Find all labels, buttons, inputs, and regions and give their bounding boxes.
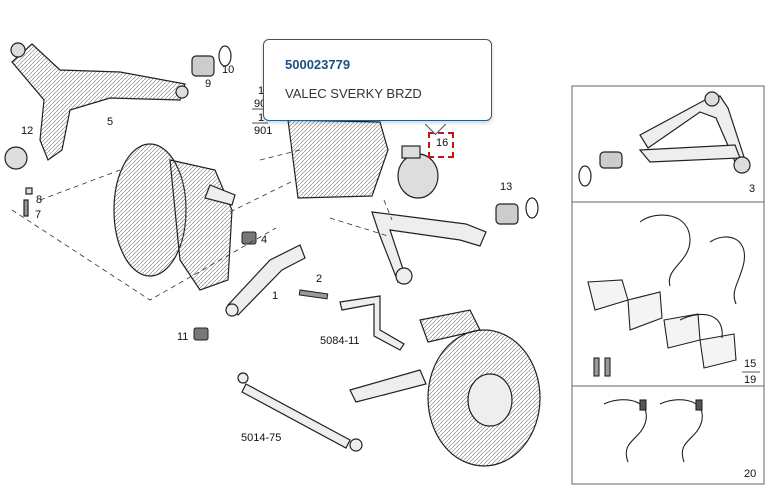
callout-fraction-mid: 1 — [258, 112, 264, 124]
callout-5014-75: 5014-75 — [241, 432, 281, 444]
brake-caliper[interactable] — [287, 119, 389, 199]
callout-7: 7 — [35, 209, 41, 221]
bushing-9[interactable] — [191, 45, 232, 77]
callout-4: 4 — [261, 234, 267, 246]
panel-20-sensor-wires[interactable] — [603, 399, 703, 463]
callout-2: 2 — [316, 273, 322, 285]
bolt-2[interactable] — [298, 289, 329, 300]
callout-12: 12 — [21, 125, 33, 137]
callout-13: 13 — [500, 181, 512, 193]
brake-cylinder-16[interactable] — [397, 145, 439, 199]
callout-1: 1 — [272, 290, 278, 302]
panel-brake-pads[interactable] — [587, 214, 745, 377]
tooltip-part-number[interactable]: 500023779 — [285, 57, 351, 72]
nut-11[interactable] — [193, 327, 209, 341]
upper-control-arm[interactable] — [371, 197, 539, 285]
callout-8: 8 — [36, 194, 42, 206]
callout-5: 5 — [107, 116, 113, 128]
leader-lines — [11, 149, 393, 301]
callout-5084-11: 5084-11 — [320, 335, 360, 347]
hotspot-16-label: 16 — [436, 137, 449, 149]
callout-9: 9 — [205, 78, 211, 90]
steering-knuckle[interactable] — [113, 143, 236, 291]
callout-11: 11 — [177, 331, 188, 343]
callout-fraction-901: 901 — [254, 125, 272, 137]
ball-joint[interactable] — [4, 146, 33, 217]
panel-3-upper-arm[interactable] — [578, 91, 751, 187]
lower-control-arm[interactable] — [10, 42, 189, 161]
hotspot-16-highlight[interactable] — [428, 132, 454, 158]
pin-5084-11[interactable] — [339, 295, 405, 351]
callout-labels: 1 2 3 4 5 7 8 9 10 11 12 13 15 19 20 1 9… — [21, 64, 756, 480]
part-tooltip: 500023779 VALEC SVERKY BRZD — [263, 39, 492, 121]
callout-3: 3 — [749, 183, 755, 195]
callout-10: 10 — [222, 64, 234, 76]
callout-fraction-top: 1 — [258, 85, 264, 97]
callout-19: 19 — [744, 374, 756, 386]
wheel-hub-assembly[interactable] — [349, 309, 541, 467]
steering-arm[interactable] — [225, 244, 306, 317]
nut-4[interactable] — [241, 231, 257, 245]
callout-20: 20 — [744, 468, 756, 480]
callout-15: 15 — [744, 358, 756, 370]
tie-rod[interactable] — [237, 372, 363, 452]
tooltip-part-name: VALEC SVERKY BRZD — [285, 86, 422, 101]
